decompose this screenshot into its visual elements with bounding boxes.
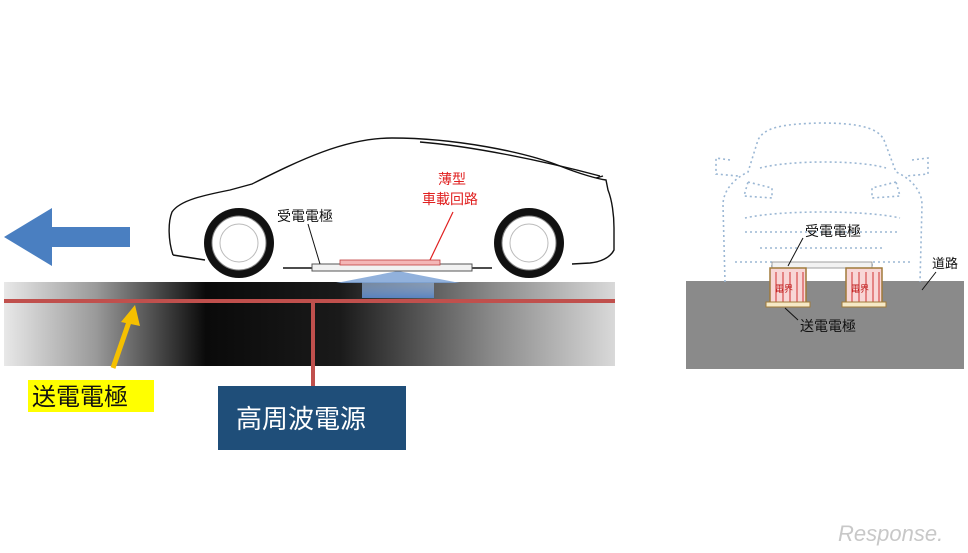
front-wheel [204,208,274,278]
right-diagram: 電界 電界 受電電極 道路 送電電極 [686,122,964,369]
field-label-left: 電界 [775,284,793,295]
thin-circuit-label-line1: 薄型 [438,172,466,188]
transmitter-electrode-line [4,299,615,386]
direction-arrow-icon [4,208,130,266]
receiver-electrode-plate-front [771,261,873,269]
power-source-box [218,386,406,450]
electric-field-right: 電界 [841,267,887,308]
field-label-right: 電界 [851,284,869,295]
power-transfer-arrow-icon [336,271,460,298]
car-front-dotted-outline [715,122,929,283]
left-diagram: 受電電極 薄型 車載回路 送電電極 高周波電源 [4,137,615,450]
yellow-pointer-arrow-icon [110,305,140,369]
transmitter-label-highlight [28,380,154,412]
power-source-label: 高周波電源 [236,405,366,435]
receiver-electrode-plate [311,259,473,272]
thin-circuit-label-line2: 車載回路 [422,191,478,208]
electric-field-left: 電界 [765,267,811,308]
watermark-logo: Response. [838,521,943,546]
receiver-electrode-label-right: 受電電極 [805,224,861,240]
transmitter-electrode-label: 送電電極 [32,383,128,411]
road-label: 道路 [932,256,958,272]
road-surface [4,282,615,366]
transmitter-electrode-label-right: 送電電極 [800,319,856,335]
road-block [686,281,964,369]
receiver-electrode-label: 受電電極 [277,209,333,225]
rear-wheel [494,208,564,278]
